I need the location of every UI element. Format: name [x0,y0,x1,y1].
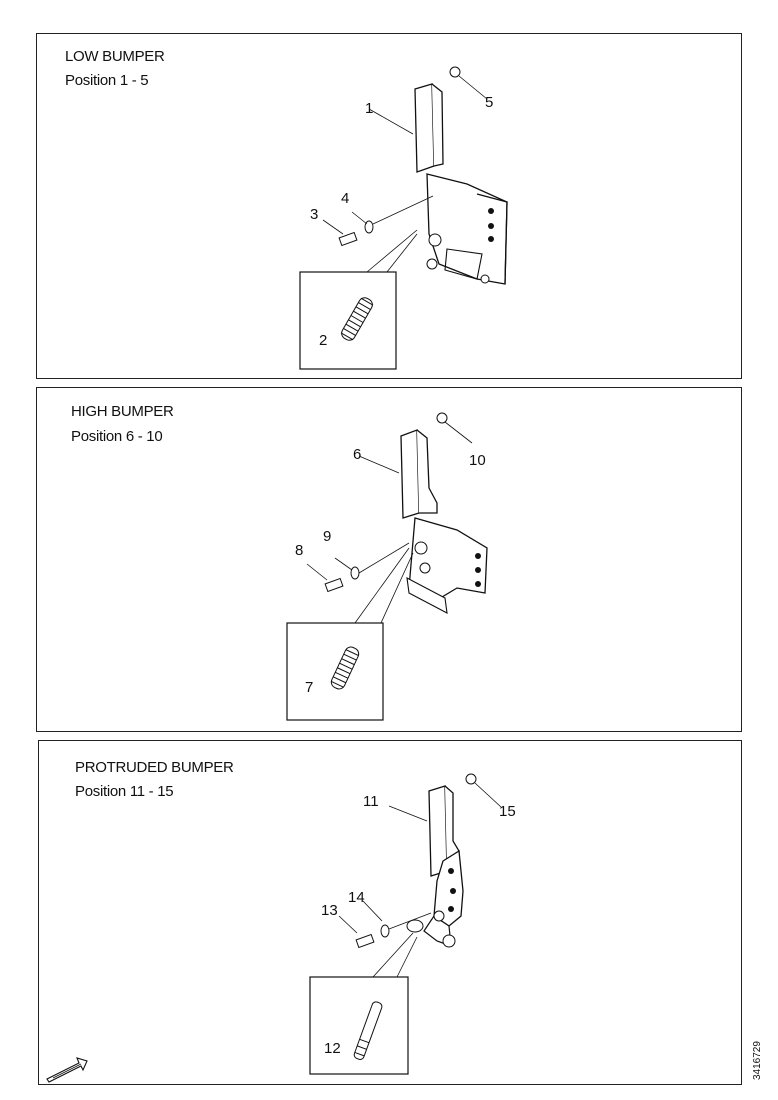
panel-subtitle: Position 11 - 15 [75,783,174,800]
panel-subtitle: Position 1 - 5 [65,72,149,89]
document-number: 3416729 [752,1041,763,1080]
panel-title: PROTRUDED BUMPER [75,759,234,776]
panel-high-bumper: HIGH BUMPER Position 6 - 10 6 7 8 9 10 [36,387,742,732]
callout-10: 10 [469,452,486,469]
callout-7: 7 [305,679,314,696]
callout-4: 4 [341,190,350,207]
panel-title: LOW BUMPER [65,48,165,65]
callout-13: 13 [321,902,338,919]
callout-14: 14 [348,889,365,906]
panel-title: HIGH BUMPER [71,403,174,420]
callout-2: 2 [319,332,328,349]
callout-8: 8 [295,542,304,559]
callout-6: 6 [353,446,362,463]
front-direction-arrow-icon [46,1057,88,1083]
bracket-illustration [46,773,502,1083]
panel-subtitle: Position 6 - 10 [71,428,163,445]
callout-11: 11 [363,793,379,810]
panel-protruded-bumper: PROTRUDED BUMPER Position 11 - 15 [38,740,742,1085]
panel-low-bumper: LOW BUMPER Position 1 - 5 [36,33,742,379]
bracket-illustration [299,66,508,370]
callout-12: 12 [324,1040,341,1057]
bracket-illustration [286,412,488,721]
callout-9: 9 [323,528,332,545]
callout-3: 3 [310,206,319,223]
callout-1: 1 [365,100,374,117]
callout-15: 15 [499,803,516,820]
callout-5: 5 [485,94,494,111]
